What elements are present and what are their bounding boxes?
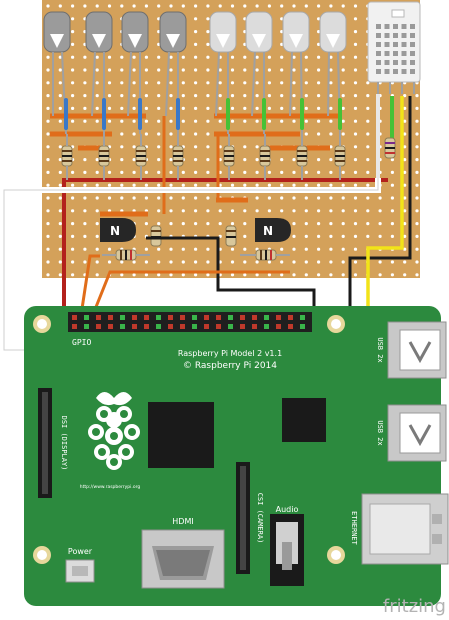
usb-hub-chip [282, 398, 326, 442]
ethernet-label: ETHERNET [350, 511, 358, 546]
csi-label: CSI (CAMERA) [256, 493, 264, 544]
led-red-3 [121, 11, 149, 53]
usb-port-bottom [387, 404, 447, 462]
resistor-legs [66, 134, 341, 180]
led-red-2 [85, 11, 113, 53]
led-white-3 [282, 11, 310, 53]
hdmi-label: HDMI [172, 517, 193, 526]
raspberry-logo-icon [88, 392, 140, 470]
copyright-label: © Raspberry Pi 2014 [183, 361, 277, 371]
resistor-7 [296, 145, 308, 167]
resistor-6 [259, 145, 271, 167]
resistor-8 [334, 145, 346, 167]
raspberry-pi-board: GPIO Raspberry Pi Model 2 v1.1 © Raspber… [24, 306, 449, 606]
resistor-3 [135, 145, 147, 167]
ethernet-port [361, 493, 449, 565]
transistor-1-label: N [110, 224, 120, 238]
resistor-4 [172, 145, 184, 167]
audio-label: Audio [276, 505, 299, 514]
transistor-resistors [102, 225, 290, 261]
power-label: Power [68, 547, 93, 556]
transistor-1: N [100, 218, 136, 242]
hdmi-port [141, 529, 225, 589]
resistor-1 [61, 145, 73, 167]
green-jumpers [226, 98, 342, 130]
leds-white [209, 11, 347, 53]
resistor-5 [223, 145, 235, 167]
red-power-rail [62, 178, 388, 318]
usb-label-1: USB 2x [376, 337, 384, 362]
transistor-2-label: N [263, 224, 273, 238]
fritzing-brand: fritzing [383, 596, 446, 617]
gpio-label: GPIO [72, 338, 91, 347]
resistor-2 [98, 145, 110, 167]
url-label: http://www.raspberrypi.org [80, 484, 141, 490]
dsi-label: DSI (DISPLAY) [60, 416, 68, 471]
led-white-2 [245, 11, 273, 53]
model-label: Raspberry Pi Model 2 v1.1 [178, 349, 282, 358]
led-red-1 [43, 11, 71, 53]
usb-label-2: USB 2x [376, 420, 384, 445]
gpio-header [68, 312, 312, 332]
audio-jack [270, 514, 304, 586]
power-port [65, 559, 95, 583]
blue-jumpers [64, 98, 180, 130]
usb-port-top [387, 321, 447, 379]
leds-red [43, 11, 187, 53]
led-red-4 [159, 11, 187, 53]
led-white-4 [319, 11, 347, 53]
led-white-1 [209, 11, 237, 53]
soc-chip [148, 402, 214, 468]
transistor-2: N [255, 218, 291, 242]
dht22-sensor [367, 1, 421, 178]
resistors-led [61, 145, 346, 167]
led-legs [52, 51, 341, 135]
